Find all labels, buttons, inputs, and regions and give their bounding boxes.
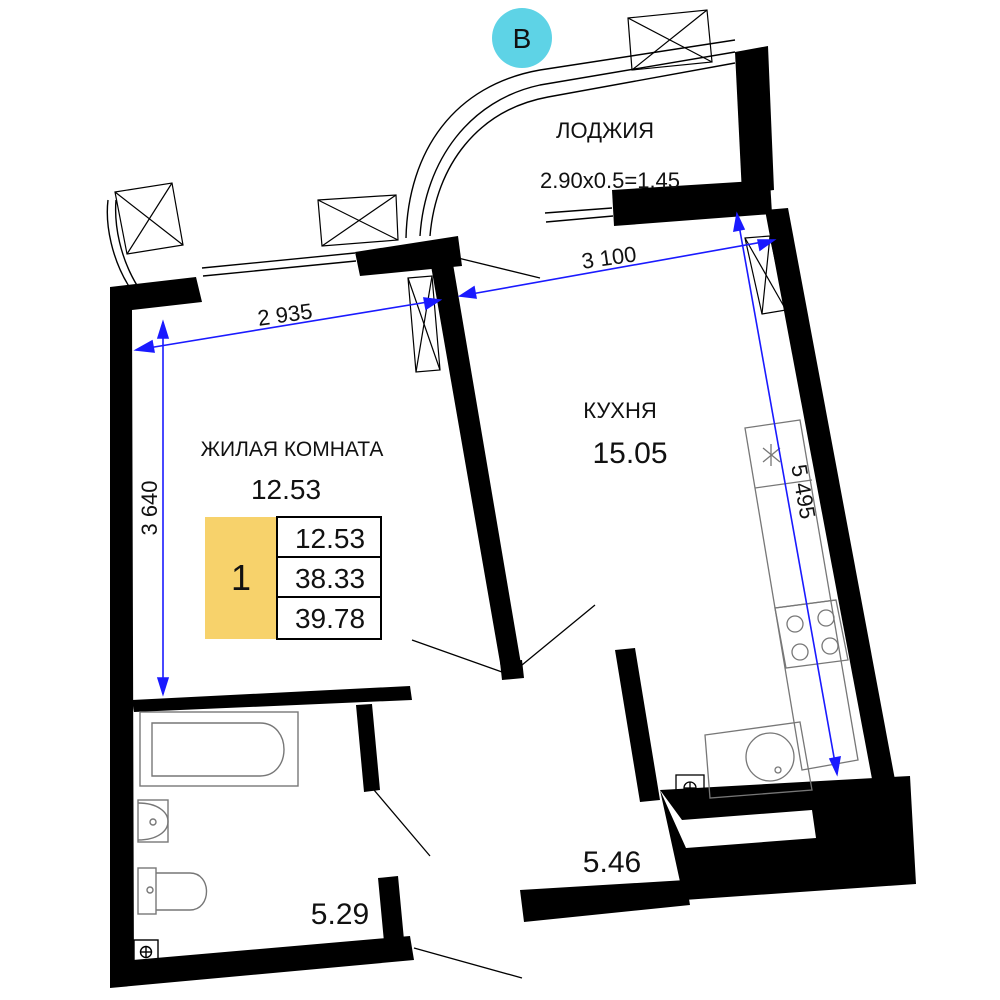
door-swings [373, 257, 596, 979]
arrowhead [757, 239, 777, 252]
arrowhead [133, 339, 155, 353]
arrowhead [828, 755, 841, 777]
arrowhead [156, 319, 170, 339]
kitchen-sink [745, 732, 795, 782]
window-sash [744, 235, 787, 315]
window-sash [114, 182, 184, 255]
loggia-area: 2.90x0.5=1.45 [540, 168, 680, 193]
door-leaf [413, 947, 523, 979]
loggia-bottom-wall [612, 180, 772, 226]
washbasin-drain [149, 818, 157, 826]
door-leaf [457, 257, 541, 279]
dim-line-living-width [135, 299, 441, 351]
door-leaf [373, 789, 431, 857]
bathroom-fixtures [133, 711, 299, 965]
summary-total-with-loggia: 39.78 [295, 603, 365, 634]
window-sash [627, 9, 713, 71]
partition-nub [500, 660, 524, 680]
washbasin [137, 799, 169, 843]
faucet [774, 766, 782, 774]
dim-label-living-width: 2 935 [256, 298, 314, 330]
dim-line-kitchen-width [459, 239, 775, 297]
loggia-name: ЛОДЖИЯ [556, 118, 654, 143]
kitchen-fixtures [675, 419, 859, 802]
dim-label-kitchen-width: 3 100 [580, 241, 638, 273]
living-room-name: ЖИЛАЯ КОМНАТА [201, 438, 384, 461]
kitchen-stub-wall [615, 648, 660, 802]
toilet-tank [137, 867, 157, 915]
summary-total-area: 38.33 [295, 563, 365, 594]
living-room-area: 12.53 [251, 474, 321, 505]
arrowhead [156, 677, 170, 697]
loggia-right-wall [735, 46, 774, 194]
left-outer-wall [110, 277, 202, 985]
walls [110, 46, 916, 988]
burner [821, 637, 839, 655]
door-leaf [521, 604, 596, 666]
right-outer-wall [765, 208, 910, 864]
gas-pipe-icon [762, 444, 781, 466]
rooms-count: 1 [231, 557, 251, 598]
bathtub-inner [151, 722, 285, 777]
window-sashes [114, 9, 787, 373]
dim-label-living-depth: 3 640 [137, 480, 162, 535]
burner [791, 643, 809, 661]
kitchen-area: 15.05 [592, 437, 667, 470]
stove [774, 599, 849, 669]
toilet-flush [146, 886, 154, 894]
dim-line-kitchen-depth [736, 213, 838, 775]
arrowhead [733, 211, 746, 233]
windows [106, 39, 736, 289]
bottom-right-wall [520, 880, 690, 922]
bottom-left-wall [110, 936, 414, 988]
washbasin-bowl [137, 802, 169, 841]
bathtub [139, 711, 299, 787]
sink-counter [704, 721, 813, 799]
dimension-lines [133, 211, 841, 777]
window-sash [317, 194, 399, 247]
compass-badge: В [492, 8, 552, 68]
hall-area: 5.46 [583, 846, 641, 879]
bathroom-area: 5.29 [311, 898, 369, 931]
rooms-count-cell [205, 517, 277, 639]
compass-circle [492, 8, 552, 68]
kitchen-counter [744, 419, 859, 771]
summary-living-area: 12.53 [295, 523, 365, 554]
bath-riser-box [133, 939, 159, 965]
window-sash [407, 275, 441, 373]
bath-right-wall-upper [356, 704, 380, 792]
door-leaf [411, 639, 503, 673]
arrowhead [457, 285, 477, 299]
kitchen-name: КУХНЯ [583, 398, 657, 423]
bathroom-door-jamb [378, 876, 404, 942]
riser-icon [683, 781, 697, 795]
summary-table [276, 516, 382, 640]
riser-box [675, 774, 705, 802]
burner [786, 615, 804, 633]
riser-icon [139, 945, 153, 959]
area-summary: 1 12.53 38.33 39.78 [205, 516, 382, 640]
bath-top-wall [132, 686, 412, 712]
arrowhead [423, 297, 443, 311]
burner [817, 609, 835, 627]
toilet-bowl [156, 872, 207, 911]
compass-label: В [513, 23, 532, 54]
bottom-right-frame [660, 776, 916, 900]
partition-wall [430, 258, 522, 674]
